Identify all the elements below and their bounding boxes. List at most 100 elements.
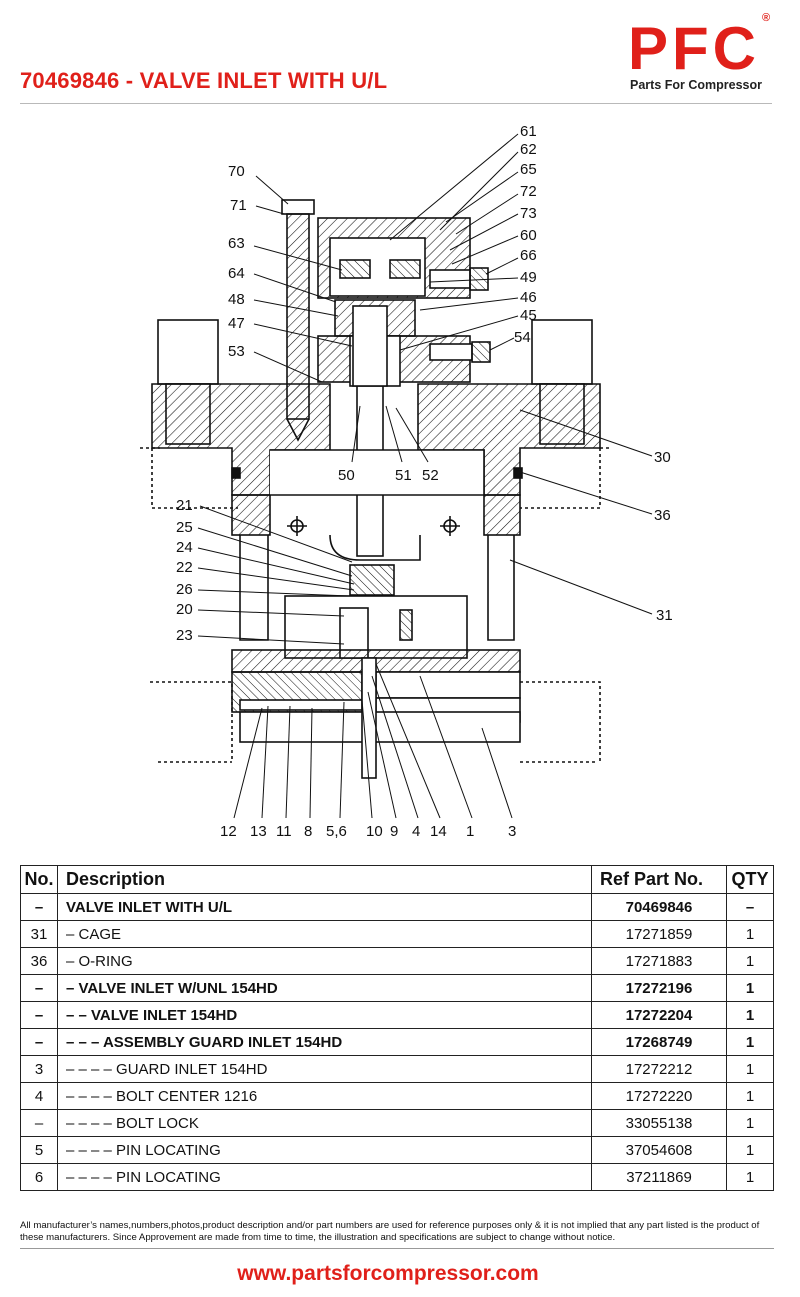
callout-label: 50 [338, 467, 355, 484]
cell-no: 5 [20, 1136, 58, 1164]
logo-mark: PFC [628, 15, 760, 82]
callout-label: 47 [228, 315, 245, 332]
callout-label: 61 [520, 123, 537, 140]
callout-label: 46 [520, 289, 537, 306]
callout-label: 71 [230, 197, 247, 214]
callout-label: 20 [176, 601, 193, 618]
callout-label: 22 [176, 559, 193, 576]
logo-subtitle: Parts For Compressor [630, 78, 762, 92]
callout-label: 8 [304, 823, 312, 840]
parts-table: No. Description Ref Part No. QTY –VALVE … [20, 865, 774, 1191]
cell-no: – [20, 974, 58, 1002]
callout-label: 62 [520, 141, 537, 158]
callout-label: 14 [430, 823, 447, 840]
callout-label: 1 [466, 823, 474, 840]
col-header-qty: QTY [726, 865, 774, 894]
callout-label: 11 [276, 823, 292, 840]
cell-description: – – – – BOLT LOCK [57, 1109, 592, 1137]
callout-label: 66 [520, 247, 537, 264]
cell-no: – [20, 1109, 58, 1137]
footer-divider [20, 1248, 774, 1249]
cell-description: – – VALVE INLET 154HD [57, 1001, 592, 1029]
callout-label: 30 [654, 449, 671, 466]
cell-qty: 1 [726, 1136, 774, 1164]
cell-no: – [20, 1001, 58, 1029]
callout-label: 49 [520, 269, 537, 286]
cell-qty: 1 [726, 1109, 774, 1137]
cell-description: – VALVE INLET W/UNL 154HD [57, 974, 592, 1002]
disclaimer-text: All manufacturer’s names,numbers,photos,… [20, 1220, 760, 1243]
cell-qty: 1 [726, 974, 774, 1002]
col-header-no: No. [20, 865, 58, 894]
col-header-ref: Ref Part No. [591, 865, 727, 894]
cell-ref: 17268749 [591, 1028, 727, 1056]
callout-label: 64 [228, 265, 245, 282]
cell-description: – – – – BOLT CENTER 1216 [57, 1082, 592, 1110]
callout-label: 31 [656, 607, 673, 624]
website-link[interactable]: www.partsforcompressor.com [237, 1262, 539, 1285]
callout-label: 51 [395, 467, 412, 484]
callout-label: 13 [250, 823, 267, 840]
cell-description: – – – – PIN LOCATING [57, 1163, 592, 1191]
callout-label: 12 [220, 823, 237, 840]
cell-description: VALVE INLET WITH U/L [57, 893, 592, 921]
cell-qty: – [726, 893, 774, 921]
cell-ref: 33055138 [591, 1109, 727, 1137]
callout-label: 21 [176, 497, 193, 514]
cell-no: 3 [20, 1055, 58, 1083]
callout-label: 5,6 [326, 823, 347, 840]
callout-label: 48 [228, 291, 245, 308]
cell-qty: 1 [726, 1163, 774, 1191]
cell-description: – – – – GUARD INLET 154HD [57, 1055, 592, 1083]
cell-no: 4 [20, 1082, 58, 1110]
header-divider [20, 103, 772, 104]
drawing-body [140, 199, 612, 779]
callout-label: 3 [508, 823, 516, 840]
table-header-row: No. Description Ref Part No. QTY [20, 865, 774, 894]
cell-ref: 17272204 [591, 1001, 727, 1029]
callout-labels: 70 71 63 64 48 47 53 21 25 24 22 26 20 2… [176, 123, 673, 840]
valve-cross-section-diagram: 70 71 63 64 48 47 53 21 25 24 22 26 20 2… [140, 123, 673, 840]
cell-no: – [20, 1028, 58, 1056]
leader-lines [197, 133, 653, 819]
callout-label: 70 [228, 163, 245, 180]
cell-description: – – – ASSEMBLY GUARD INLET 154HD [57, 1028, 592, 1056]
cell-ref: 37211869 [591, 1163, 727, 1191]
callout-label: 36 [654, 507, 671, 524]
callout-label: 25 [176, 519, 193, 536]
col-header-description: Description [57, 865, 592, 894]
cell-description: – CAGE [57, 920, 592, 948]
cell-qty: 1 [726, 1055, 774, 1083]
callout-label: 53 [228, 343, 245, 360]
cell-no: 6 [20, 1163, 58, 1191]
callout-label: 23 [176, 627, 193, 644]
pfc-logo[interactable]: PFC ® Parts For Compressor [626, 12, 776, 96]
callout-label: 45 [520, 307, 537, 324]
callout-label: 72 [520, 183, 537, 200]
cell-ref: 17272220 [591, 1082, 727, 1110]
cell-qty: 1 [726, 920, 774, 948]
callout-label: 52 [422, 467, 439, 484]
cell-description: – O-RING [57, 947, 592, 975]
callout-label: 4 [412, 823, 420, 840]
cell-ref: 17271883 [591, 947, 727, 975]
cell-no: – [20, 893, 58, 921]
callout-label: 63 [228, 235, 245, 252]
page-title: 70469846 - VALVE INLET WITH U/L [20, 68, 388, 93]
cell-qty: 1 [726, 1028, 774, 1056]
callout-label: 65 [520, 161, 537, 178]
cell-ref: 37054608 [591, 1136, 727, 1164]
cell-no: 31 [20, 920, 58, 948]
cell-ref: 70469846 [591, 893, 727, 921]
cell-ref: 17272212 [591, 1055, 727, 1083]
cell-ref: 17271859 [591, 920, 727, 948]
